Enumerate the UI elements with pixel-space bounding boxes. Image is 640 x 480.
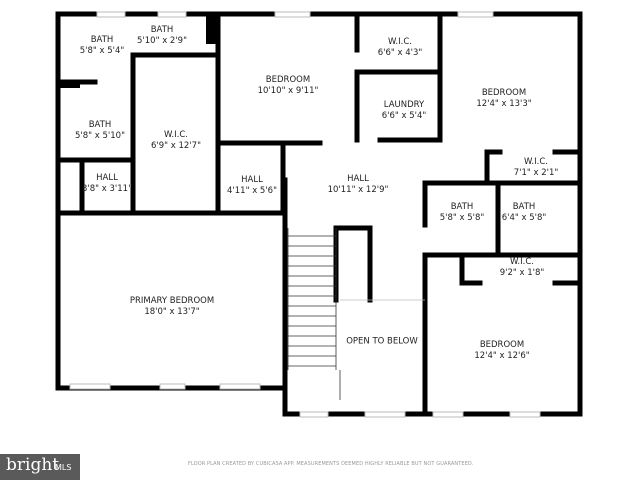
windows [69, 11, 541, 418]
bright-mls-logo: bright MLS [0, 454, 80, 480]
room-wic-3: W.I.C.7'1" x 2'1" [513, 157, 559, 178]
room-wic-2: W.I.C.6'9" x 12'7" [151, 130, 201, 151]
stairs [287, 228, 425, 400]
wall-column [58, 80, 80, 88]
logo-suffix: MLS [55, 463, 72, 472]
walls [55, 11, 583, 417]
logo-text: bright [6, 455, 60, 475]
room-wic-4: W.I.C.9'2" x 1'8" [499, 257, 545, 278]
disclaimer: FLOOR PLAN CREATED BY CUBICASA APP. MEAS… [188, 461, 474, 467]
wall-column [206, 14, 218, 44]
room-wic-1: W.I.C.6'6" x 4'3" [377, 37, 423, 58]
room-open-to-below: OPEN TO BELOW [346, 336, 418, 347]
